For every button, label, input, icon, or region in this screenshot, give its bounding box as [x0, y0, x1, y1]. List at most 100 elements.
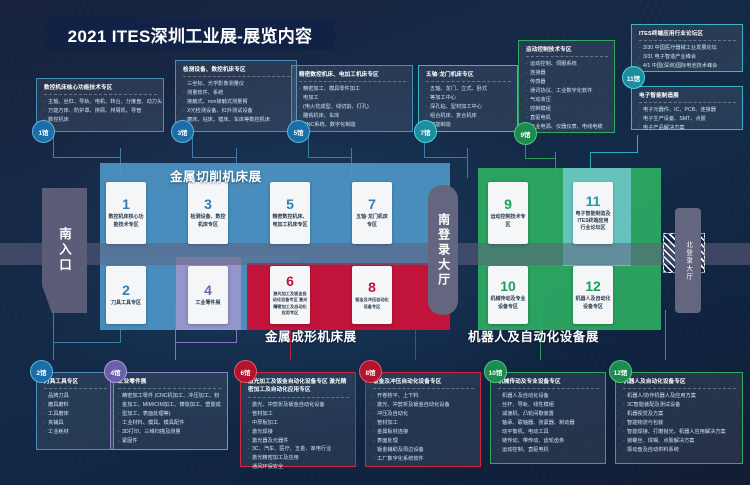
connector-line: [424, 130, 425, 158]
callout-card-hall-2[interactable]: 刀具工具专区 品牌刀具 磨具磨料 工具磨床 夹辅具 工业耗材: [36, 372, 114, 450]
hall-4-caption: 工业零件展: [195, 299, 221, 306]
pill-hall-12[interactable]: 12馆: [609, 360, 632, 383]
zone-title-forming: 金属成形机床展: [265, 330, 357, 344]
callout-item: 丝杆、导轨、线性模组: [498, 401, 599, 410]
callout-item: 工具磨床: [44, 410, 107, 419]
pill-hall-4[interactable]: 4馆: [104, 360, 127, 383]
callout-item: 连接器: [526, 69, 608, 78]
callout-card-hall-4[interactable]: 工业零件展 精密加工零件 (CNC机加工、冲压加工、粉 金加工、MIM/CIM加…: [110, 372, 228, 450]
corridor-horizontal: [0, 243, 750, 265]
callout-item: 接触式、non接触式测量臂: [183, 98, 290, 107]
hall-4[interactable]: 4 工业零件展: [188, 266, 228, 324]
zone-title-robot: 机器人及自动化设备展: [468, 330, 600, 344]
hall-11[interactable]: 11 电子智能制造及ITES终端应用行业论坛区: [573, 182, 613, 244]
callout-items: 机器人及自动化设备 丝杆、导轨、线性模组 减速机、凸轮间歇装置 轴承、联轴器、张…: [498, 392, 599, 455]
hall-9-number: 9: [504, 196, 512, 213]
pill-hall-5[interactable]: 5馆: [287, 120, 310, 143]
callout-card-electronics[interactable]: 电子智能制造展 电子元器件、IC、PCB、连接器 电子生产设备、SMT、点胶 电…: [631, 86, 743, 133]
hall-4-number: 4: [204, 281, 212, 298]
callout-item: 工厂数字化系统软件: [373, 454, 474, 464]
callout-card-hall-6[interactable]: 激光加工及钣金自动化设备专区 激光精密加工及自动化应用专区 激光、冲剪折及钣金自…: [240, 372, 356, 472]
hall-5[interactable]: 5 精密数控机床、电加工机床专区: [270, 182, 310, 244]
callout-items: 激光、冲剪折及钣金自动化设备 管材加工 中厚板加工 激光焊接 激光器及元器件 3…: [248, 400, 349, 473]
callout-item: 冲压及自动化: [373, 410, 474, 419]
callout-title: 精密数控机床、电加工机床专区: [299, 71, 406, 83]
callout-card-hall-8[interactable]: 钣金及冲压自动化设备专区 开卷校平、上下料 激光、冲剪折及钣金自动化设备 冲压及…: [365, 372, 481, 467]
pill-hall-7[interactable]: 7馆: [414, 120, 437, 143]
callout-title: 数控机床核心功能技术专区: [44, 84, 157, 96]
callout-title: 激光加工及钣金自动化设备专区 激光精密加工及自动化应用专区: [248, 378, 349, 398]
pill-hall-11[interactable]: 11馆: [622, 66, 645, 89]
hall-11-number: 11: [585, 192, 601, 209]
connector-line: [192, 130, 193, 158]
hall-8[interactable]: 8 钣金及冲压自动化设备专区: [352, 266, 392, 324]
hall-10[interactable]: 10 机械传动及专业设备专区: [488, 266, 528, 324]
callout-item: 气动液压: [526, 96, 608, 105]
callout-item: 深孔钻、型材加工中心: [426, 103, 511, 112]
callout-card-hall-9[interactable]: 运动控制技术专区 运动控制、伺服系统 连接器 传感器 通讯协议、工业数字化软件 …: [518, 40, 615, 133]
callout-title: 电子智能制造展: [639, 92, 736, 104]
hall-9[interactable]: 9 运动控制技术专区: [488, 182, 528, 244]
callout-card-hall-10[interactable]: 机械传动及专业设备专区 机器人及自动化设备 丝杆、导轨、线性模组 减速机、凸轮间…: [490, 372, 606, 464]
south-lobby-label: 南登录大厅: [436, 212, 451, 288]
callout-item: X光检测设备、红外测试设备: [183, 107, 290, 116]
callout-items: 五轴、龙门、立式、卧式 等加工中心 深孔钻、型材加工中心 组合机床、复合机床 智…: [426, 85, 511, 130]
callout-item: 3/30 中国医疗器械工业发展论坛: [639, 44, 736, 53]
callout-item: 磨具磨料: [44, 401, 107, 410]
callout-title: ITES终端应用行业论坛区: [639, 30, 736, 42]
callout-item: 工业电源、仪器仪表、电线电缆: [526, 122, 608, 132]
hall-6[interactable]: 6 激光加工及钣金自动化设备专区 激光精密加工及自动化应用专区: [270, 266, 310, 324]
connector-line: [415, 310, 416, 360]
callout-items: 精密加工零件 (CNC机加工、冲压加工、粉 金加工、MIM/CIM加工、铸造加工…: [118, 392, 221, 446]
pill-hall-9[interactable]: 9馆: [514, 122, 537, 145]
hall-1[interactable]: 1 数控机床核心功能技术专区: [106, 182, 146, 244]
callout-item: 组合机床、复合机床: [426, 112, 511, 121]
callout-item: 表面处理: [373, 437, 474, 446]
hall-5-number: 5: [286, 196, 294, 213]
hall-6-caption: 激光加工及钣金自动化设备专区 激光精密加工及自动化应用专区: [272, 291, 308, 315]
callout-title: 检测设备、数控机床专区: [183, 66, 290, 78]
callout-title: 机械传动及专业设备专区: [498, 378, 599, 390]
connector-line: [540, 310, 541, 360]
connector-line: [555, 152, 556, 178]
pill-hall-1[interactable]: 1馆: [32, 120, 55, 143]
callout-card-hall-5[interactable]: 精密数控机床、电加工机床专区 精密加工、模具零件加工 电加工 (电火花成型、线切…: [291, 65, 413, 132]
hall-2[interactable]: 2 刀具工具专区: [106, 266, 146, 324]
callout-item: 激光器及元器件: [248, 436, 349, 446]
callout-items: 三坐标、光学影像测量仪 测量软件、系统 接触式、non接触式测量臂 X光检测设备…: [183, 80, 290, 125]
callout-item: 金加工、MIM/CIM加工、铸造加工、塑胶成: [118, 401, 221, 410]
pill-hall-8[interactable]: 8馆: [359, 360, 382, 383]
connector-line: [53, 157, 121, 158]
callout-item: 智能物流与包装: [623, 419, 736, 428]
pill-hall-3[interactable]: 3馆: [171, 120, 194, 143]
callout-card-hall-3[interactable]: 检测设备、数控机床专区 三坐标、光学影像测量仪 测量软件、系统 接触式、non接…: [175, 60, 297, 132]
hall-7[interactable]: 7 五轴·龙门机床专区: [352, 182, 392, 244]
hall-8-caption: 钣金及冲压自动化设备专区: [355, 297, 389, 309]
callout-item: 激光精密加工及应用: [248, 454, 349, 463]
callout-items: 3/30 中国医疗器械工业发展论坛 3/31 电子智造产业峰会 4/1 中国(深…: [639, 44, 736, 71]
callout-item: 精密加工零件 (CNC机加工、冲压加工、粉: [118, 392, 221, 401]
connector-line: [290, 310, 291, 360]
north-registration-lobby: 北登录大厅: [675, 208, 701, 313]
callout-item: 主轴、丝杠、导轨、电机、转台、分度盘、动力头: [44, 98, 162, 107]
hall-8-number: 8: [368, 279, 376, 296]
callout-card-forum[interactable]: ITES终端应用行业论坛区 3/30 中国医疗器械工业发展论坛 3/31 电子智…: [631, 24, 743, 72]
pill-hall-6[interactable]: 6馆: [234, 360, 257, 383]
callout-card-hall-7[interactable]: 五轴·龙门机床专区 五轴、龙门、立式、卧式 等加工中心 深孔钻、型材加工中心 组…: [418, 65, 518, 132]
connector-line: [175, 342, 237, 343]
pill-hall-2[interactable]: 2馆: [30, 360, 53, 383]
connector-line: [665, 310, 666, 360]
hall-3[interactable]: 3 检测设备、数控机床专区: [188, 182, 228, 244]
hall-2-number: 2: [122, 281, 130, 298]
callout-card-hall-12[interactable]: 机器人及自动化设备专区 机器人/协作机器人及应用方案 3C智能装配及测试设备 机…: [615, 372, 743, 464]
callout-item: 通风环保安全: [248, 463, 349, 472]
callout-item: 五轴、龙门、立式、卧式: [426, 85, 511, 94]
hall-12[interactable]: 12 机器人及自动化设备专区: [573, 266, 613, 324]
callout-card-hall-1[interactable]: 数控机床核心功能技术专区 主轴、丝杠、导轨、电机、转台、分度盘、动力头 万能万床…: [36, 78, 164, 132]
connector-line: [590, 152, 638, 153]
page-title: 2021 ITES深圳工业展-展览内容: [45, 18, 335, 50]
callout-item: 中厚板加工: [248, 418, 349, 428]
pill-hall-10[interactable]: 10馆: [484, 360, 507, 383]
connector-line: [308, 130, 309, 158]
